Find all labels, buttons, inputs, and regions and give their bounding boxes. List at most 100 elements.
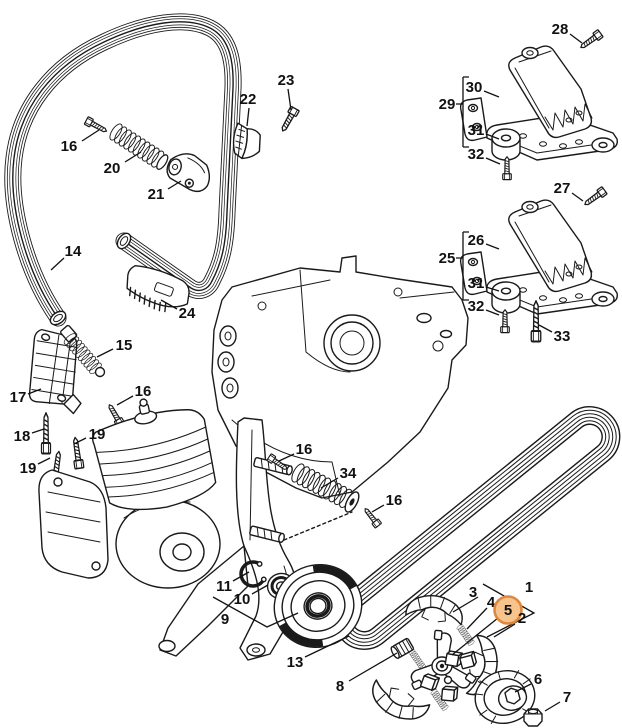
part-34-spring <box>288 461 360 513</box>
part-number-label: 16 <box>61 138 78 155</box>
callout-line-20 <box>124 151 142 163</box>
callout-9[interactable]: 9 <box>221 611 229 628</box>
callout-13[interactable]: 13 <box>287 654 304 671</box>
callout-line-13 <box>304 635 350 658</box>
part-31-buffer <box>491 281 521 314</box>
callout-24[interactable]: 24 <box>179 305 196 322</box>
callout-14[interactable]: 14 <box>65 243 82 260</box>
part-number-label: 11 <box>216 578 232 595</box>
callout-2[interactable]: 2 <box>518 610 526 627</box>
part-number-label: 28 <box>552 21 569 38</box>
callout-10[interactable]: 10 <box>234 591 251 608</box>
callout-34[interactable]: 34 <box>340 465 357 482</box>
callout-16[interactable]: 16 <box>135 383 152 400</box>
callout-11[interactable]: 11 <box>216 578 232 595</box>
callout-line-27 <box>571 192 584 202</box>
part-retainer-block <box>440 685 459 702</box>
callout-3[interactable]: 3 <box>469 584 477 601</box>
part-13-pulley <box>273 564 363 648</box>
part-number-label: 20 <box>104 160 121 177</box>
callout-line-11 <box>232 571 250 582</box>
callout-20[interactable]: 20 <box>104 160 121 177</box>
callout-line-9 <box>212 596 299 628</box>
part-number-label: 33 <box>554 328 571 345</box>
part-7-nut <box>523 708 543 727</box>
callout-5[interactable]: 5 <box>493 595 523 625</box>
callout-31[interactable]: 31 <box>468 122 485 139</box>
callout-line-31 <box>485 286 500 292</box>
callout-7[interactable]: 7 <box>563 689 571 706</box>
callout-16[interactable]: 16 <box>61 138 78 155</box>
callout-line-16 <box>116 395 134 406</box>
part-6-clutch-drum <box>473 670 536 724</box>
part-4-spring <box>455 623 476 647</box>
callout-line-32 <box>485 309 500 316</box>
part-number-label: 13 <box>287 654 304 671</box>
part-number-label: 7 <box>563 689 571 706</box>
part-number-label: 9 <box>221 611 229 628</box>
part-17-bracket <box>28 328 82 415</box>
callout-6[interactable]: 6 <box>534 671 542 688</box>
callout-line-16 <box>278 453 295 462</box>
handlebar-tube-end <box>49 310 67 326</box>
callout-line-23 <box>287 88 292 111</box>
callout-25[interactable]: 25 <box>439 250 456 267</box>
part-number-label: 27 <box>554 180 571 197</box>
part-23-screw <box>277 105 300 134</box>
callout-29[interactable]: 29 <box>439 96 456 113</box>
callout-8[interactable]: 8 <box>336 678 344 695</box>
callout-23[interactable]: 23 <box>278 72 295 89</box>
callout-27[interactable]: 27 <box>554 180 571 197</box>
callout-line-28 <box>569 33 583 44</box>
part-number-label: 4 <box>487 594 496 611</box>
callout-32[interactable]: 32 <box>468 146 485 163</box>
part-number-label: 3 <box>469 584 477 601</box>
part-number-label: 1 <box>525 579 533 596</box>
part-3-clutch-shoe <box>404 590 467 627</box>
part-number-label: 24 <box>179 305 196 322</box>
part-engine-assembly <box>38 398 353 661</box>
callout-line-10 <box>251 584 269 595</box>
callout-26[interactable]: 26 <box>468 232 485 249</box>
callout-line-21 <box>167 180 182 190</box>
callout-28[interactable]: 28 <box>552 21 569 38</box>
callout-line-18 <box>31 428 45 434</box>
callout-19[interactable]: 19 <box>20 460 37 477</box>
callout-line-2 <box>493 623 516 638</box>
callout-32[interactable]: 32 <box>468 298 485 315</box>
callout-1[interactable]: 1 <box>525 579 533 596</box>
callout-line-29 <box>456 76 469 148</box>
part-number-label: 22 <box>240 91 257 108</box>
callout-line-14 <box>50 257 65 271</box>
callout-line-34 <box>320 477 339 489</box>
part-number-label: 17 <box>10 389 27 406</box>
callout-4[interactable]: 4 <box>487 594 496 611</box>
part-28-screw <box>577 28 604 52</box>
part-31-buffer <box>491 128 521 161</box>
callout-19[interactable]: 19 <box>89 426 106 443</box>
callout-18[interactable]: 18 <box>14 428 31 445</box>
part-8-bushing <box>390 637 415 659</box>
part-27-screw <box>581 185 608 209</box>
callout-line-1 <box>482 583 536 638</box>
callout-22[interactable]: 22 <box>240 91 257 108</box>
callout-21[interactable]: 21 <box>148 186 165 203</box>
callout-30[interactable]: 30 <box>466 79 483 96</box>
callout-16[interactable]: 16 <box>296 441 313 458</box>
callout-17[interactable]: 17 <box>10 389 27 406</box>
part-26-mount-bracket <box>459 199 618 315</box>
callout-33[interactable]: 33 <box>554 328 571 345</box>
part-number-label: 8 <box>336 678 344 695</box>
part-number-label: 19 <box>20 460 37 477</box>
callout-15[interactable]: 15 <box>116 337 133 354</box>
callout-line-26 <box>485 243 500 250</box>
part-number-label: 10 <box>234 591 251 608</box>
callout-31[interactable]: 31 <box>468 275 485 292</box>
part-number-label: 16 <box>135 383 152 400</box>
part-number-label: 5 <box>504 602 512 619</box>
part-number-label: 32 <box>468 146 485 163</box>
callout-16[interactable]: 16 <box>386 492 403 509</box>
part-21-pin-bracket <box>166 153 211 193</box>
handlebar-tube-end <box>116 232 132 250</box>
